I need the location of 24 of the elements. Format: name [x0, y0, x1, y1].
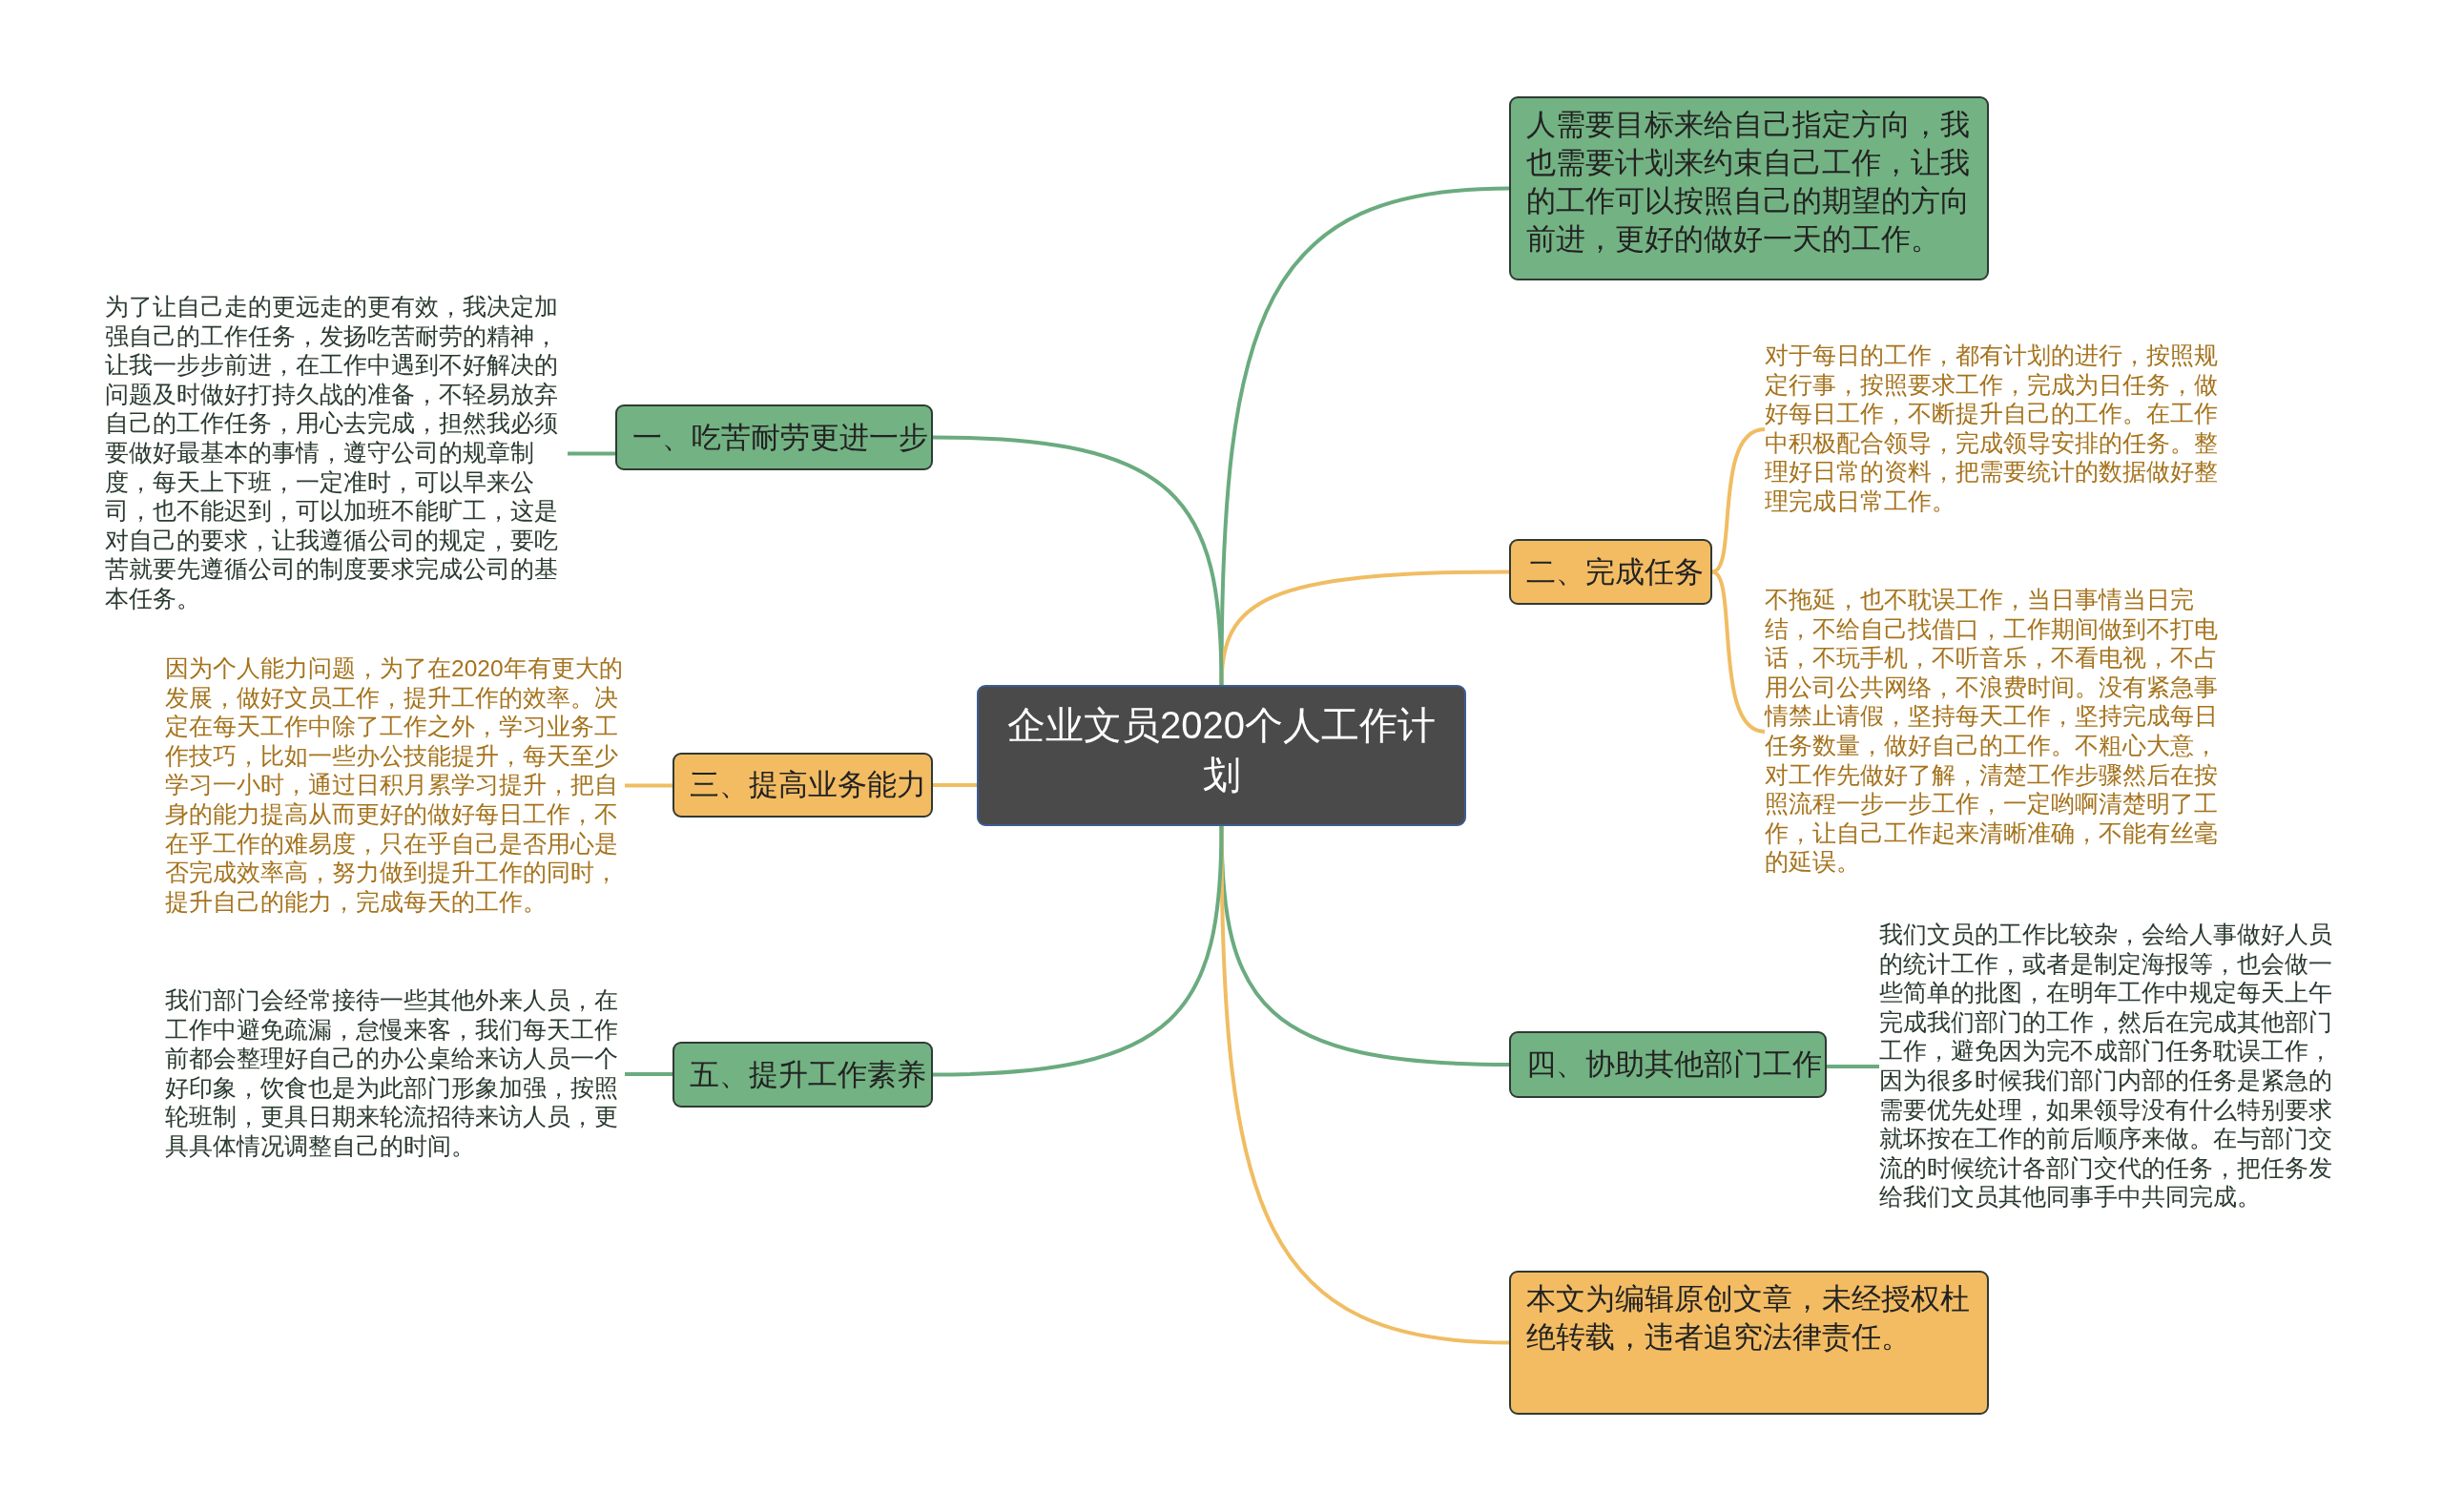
note-text: 对于每日的工作，都有计划的进行，按照规定行事，按照要求工作，完成为日任务，做好每日工作，不断提升自己的工作。在工作中积极配合领导，完成领导安排的任务。整理好日常的资料，把需要统计的数据做好整理完成日常工作。 — [1765, 342, 2227, 517]
note-text: 不拖延，也不耽误工作，当日事情当日完结，不给自己找借口，工作期间做到不打电话，不玩手机，不听音乐，不看电视，不占用公司公共网络，不浪费时间。没有紧急事情禁止请假，坚持每天工作，坚持完成每日任务数量，做好自己的工作。不粗心大意，对工作先做好了解，清楚工作步骤然后在按照流程一步一步工作，一定哟啊清楚明了工作，让自己工作起来清晰准确，不能有丝毫的延误。 — [1765, 586, 2227, 878]
connector-line — [1711, 570, 1766, 734]
topic-box: 一、吃苦耐劳更进一步 — [615, 404, 933, 470]
connector-line — [625, 1072, 673, 1076]
connector-line — [1711, 427, 1766, 574]
topic-box: 三、提高业务能力 — [673, 753, 933, 818]
topic-box: 五、提升工作素养 — [673, 1042, 933, 1108]
connector-line — [568, 451, 615, 456]
note-text: 为了让自己走的更远走的更有效，我决定加强自己的工作任务，发扬吃苦耐劳的精神，让我一步步前进，在工作中遇到不好解决的问题及时做好打持久战的准备，不轻易放弃自己的工作任务，用心去完成，担然我必须要做好最基本的事情，遵守公司的规章制度，每天上下班，一定准时，可以早来公司，也不能迟到，可以加班不能旷工，这是对自己的要求，让我遵循公司的规定，要吃苦就要先遵循公司的制度要求完成公司的基本任务。 — [105, 293, 568, 614]
connector-line — [625, 783, 673, 788]
topic-box: 本文为编辑原创文章，未经授权杜绝转载，违者追究法律责任。 — [1509, 1271, 1989, 1415]
connector-line — [932, 825, 1224, 1077]
topic-box: 四、协助其他部门工作 — [1509, 1031, 1827, 1098]
topic-box: 人需要目标来给自己指定方向，我也需要计划来约束自己工作，让我的工作可以按照自己的期望的方向前进，更好的做好一天的工作。 — [1509, 96, 1989, 280]
central-topic-box: 企业文员2020个人工作计划 — [977, 685, 1466, 826]
connector-line — [1219, 825, 1510, 1345]
connector-line — [1827, 1065, 1879, 1068]
note-text: 我们部门会经常接待一些其他外来人员，在工作中避免疏漏，怠慢来客，我们每天工作前都会整理好自己的办公桌给来访人员一个好印象，饮食也是为此部门形象加强，按照轮班制，更具日期来轮流招待来访人员，更具具体情况调整自己的时间。 — [165, 986, 625, 1162]
connector-line — [932, 435, 1224, 686]
note-text: 因为个人能力问题，为了在2020年有更大的发展，做好文员工作，提升工作的效率。决定在每天工作中除了工作之外，学习业务工作技巧，比如一些办公技能提升，每天至少学习一小时，通过日积月累学习提升，把自身的能力提高从而更好的做好每日工作，不在乎工作的难易度，只在乎自己是否用心是否完成效率高，努力做到提升工作的同时，提升自己的能力，完成每天的工作。 — [165, 654, 625, 918]
note-text: 我们文员的工作比较杂，会给人事做好人员的统计工作，或者是制定海报等，也会做一些简单的批图，在明年工作中规定每天上午完成我们部门的工作，然后在完成其他部门工作，避免因为完不成部门任务耽误工作，因为很多时候我们部门内部的任务是紧急的需要优先处理，如果领导没有什么特别要求就坏按在工作的前后顺序来做。在与部门交流的时候统计各部门交代的任务，把任务发给我们文员其他同事手中共同完成。 — [1879, 921, 2342, 1212]
topic-box: 二、完成任务 — [1509, 539, 1712, 605]
connector-line — [933, 783, 977, 787]
